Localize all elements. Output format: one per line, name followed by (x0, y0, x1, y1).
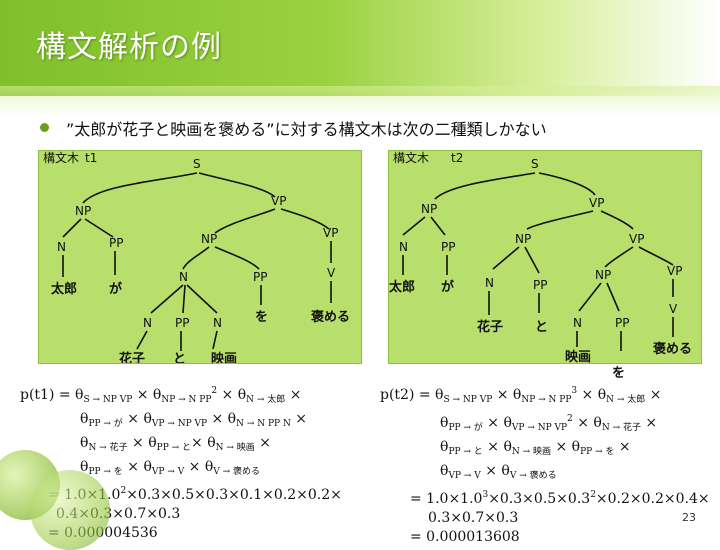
node-PP-to: PP (175, 316, 189, 330)
node-VP: VP (589, 196, 604, 210)
formula-line: p(t1) = θS → NP VP × θNP → N PP2 × θN → … (20, 386, 302, 405)
tree-name: t1 (85, 151, 97, 165)
node-PP: PP (109, 236, 123, 250)
apple-decoration (30, 470, 110, 550)
node-N: N (57, 240, 66, 254)
word-to: と (173, 352, 186, 363)
node-NP: NP (75, 204, 91, 218)
bullet-icon (40, 123, 49, 132)
word-ga: が (109, 281, 122, 297)
formula-line: 0.3×0.7×0.3 (428, 510, 519, 526)
tree-name: t2 (451, 151, 463, 165)
word-wo: を (612, 366, 626, 381)
node-NP2: NP (201, 232, 217, 246)
node-N: N (399, 240, 408, 254)
word-ga: が (441, 279, 454, 295)
parse-tree-t2: 構文木 t2 S NP VP N PP NP VP 太郎 が N PP NP V… (389, 151, 692, 363)
formula-line: = 1.0×1.03×0.3×0.5×0.32×0.2×0.2×0.4× (410, 490, 710, 507)
node-VP3: VP (667, 264, 682, 278)
node-VP2: VP (323, 226, 338, 240)
node-N-eiga: N (213, 316, 222, 330)
formula-line: p(t2) = θS → NP VP × θNP → N PP3 × θN → … (380, 386, 662, 405)
word-hanako: 花子 (477, 319, 503, 335)
node-N-eiga: N (573, 316, 582, 330)
node-S: S (531, 157, 539, 171)
word-taro: 太郎 (389, 279, 415, 295)
word-hanako: 花子 (119, 351, 145, 363)
node-PP: PP (441, 240, 455, 254)
node-NP2: NP (515, 232, 531, 246)
title-banner (0, 0, 720, 116)
formula-line: θN → 花子 × θPP → と× θN → 映画 × (80, 435, 271, 453)
parse-tree-panel-t2: 構文木 t2 S NP VP N PP NP VP 太郎 が N PP NP V… (388, 150, 702, 364)
slide-title: 構文解析の例 (36, 30, 222, 65)
page-number: 23 (682, 511, 696, 524)
word-eiga: 映画 (211, 351, 237, 363)
node-S: S (193, 157, 201, 171)
node-VP: VP (271, 194, 286, 208)
parse-tree-panel-t1: 構文木 t1 S VP NP N PP NP VP 太郎 が N PP V N … (38, 150, 362, 364)
node-V: V (327, 266, 336, 280)
node-PP-wo: PP (615, 316, 629, 330)
word-homeru: 褒める (310, 309, 350, 325)
tree-label: 構文木 (393, 151, 429, 165)
formula-line: θPP → を × θVP → V × θV → 褒める (80, 459, 261, 477)
word-to: と (535, 320, 548, 335)
node-NP: NP (421, 202, 437, 216)
word-homeru: 褒める (652, 341, 692, 357)
bullet-text: ”太郎が花子と映画を褒める”に対する構文木は次の二種類しかない (66, 120, 547, 139)
node-V: V (669, 302, 678, 316)
node-N2: N (179, 270, 188, 284)
node-VP2: VP (629, 232, 644, 246)
node-N-hanako: N (143, 316, 152, 330)
node-PP-to: PP (533, 278, 547, 292)
formula-result: = 0.000013608 (410, 529, 520, 545)
probability-formula-t1: p(t1) = θS → NP VP × θNP → N PP2 × θN → … (20, 382, 342, 543)
word-wo: を (255, 310, 268, 325)
node-N-hanako: N (485, 276, 494, 290)
word-eiga: 映画 (565, 349, 591, 363)
formula-line: θVP → V × θV → 褒める (440, 463, 557, 481)
probability-formula-t2: p(t2) = θS → NP VP × θNP → N PP3 × θN → … (380, 382, 710, 547)
formula-line: θPP → が × θVP → NP VP2 × θN → 花子 × (440, 414, 658, 433)
word-taro: 太郎 (50, 281, 77, 297)
tree-label: 構文木 (43, 151, 79, 165)
formula-line: θPP → と × θN → 映画 × θPP → を × (440, 439, 631, 457)
parse-tree-t1: 構文木 t1 S VP NP N PP NP VP 太郎 が N PP V N … (43, 151, 350, 363)
formula-line: θPP → が × θVP → NP VP × θN → N PP N × (80, 411, 308, 429)
node-PP2: PP (253, 270, 267, 284)
node-NP3: NP (595, 268, 611, 282)
